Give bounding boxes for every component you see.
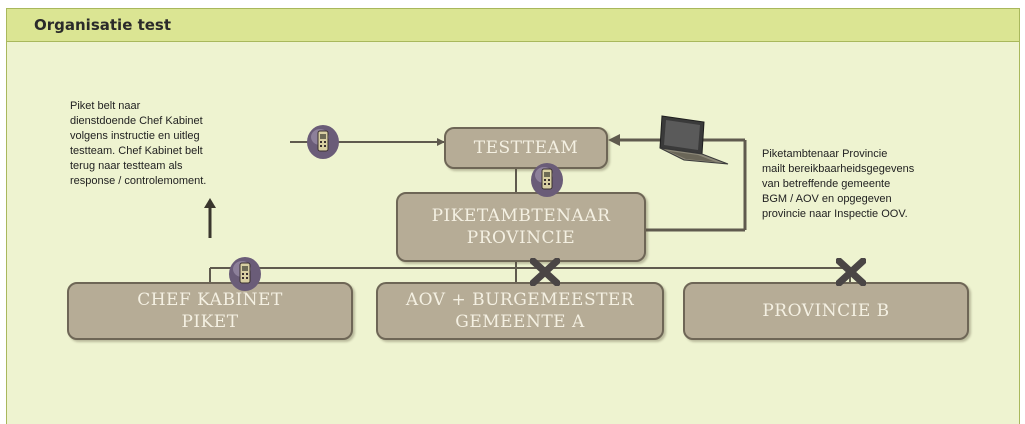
laptop-icon [659, 115, 729, 165]
provincie-b-node: PROVINCIE B [683, 282, 969, 340]
right-note: Piketambtenaar Provincie mailt bereikbaa… [762, 148, 915, 220]
chef-kabinet-node: CHEF KABINET PIKET [67, 282, 353, 340]
phone-icon [307, 125, 339, 159]
panel-header: Organisatie test [6, 8, 1020, 42]
page-title: Organisatie test [34, 16, 172, 34]
left-note: Piket belt naar dienstdoende Chef Kabine… [70, 100, 207, 187]
phone-icon [229, 257, 261, 291]
aov-burgemeester-node: AOV + BURGEMEESTER GEMEENTE A [376, 282, 664, 340]
cross-mark-icon [836, 258, 866, 286]
piketambtenaar-node: PIKETAMBTENAAR PROVINCIE [396, 192, 646, 262]
testteam-node: TESTTEAM [444, 127, 608, 169]
phone-icon [531, 163, 563, 197]
cross-mark-icon [530, 258, 560, 286]
